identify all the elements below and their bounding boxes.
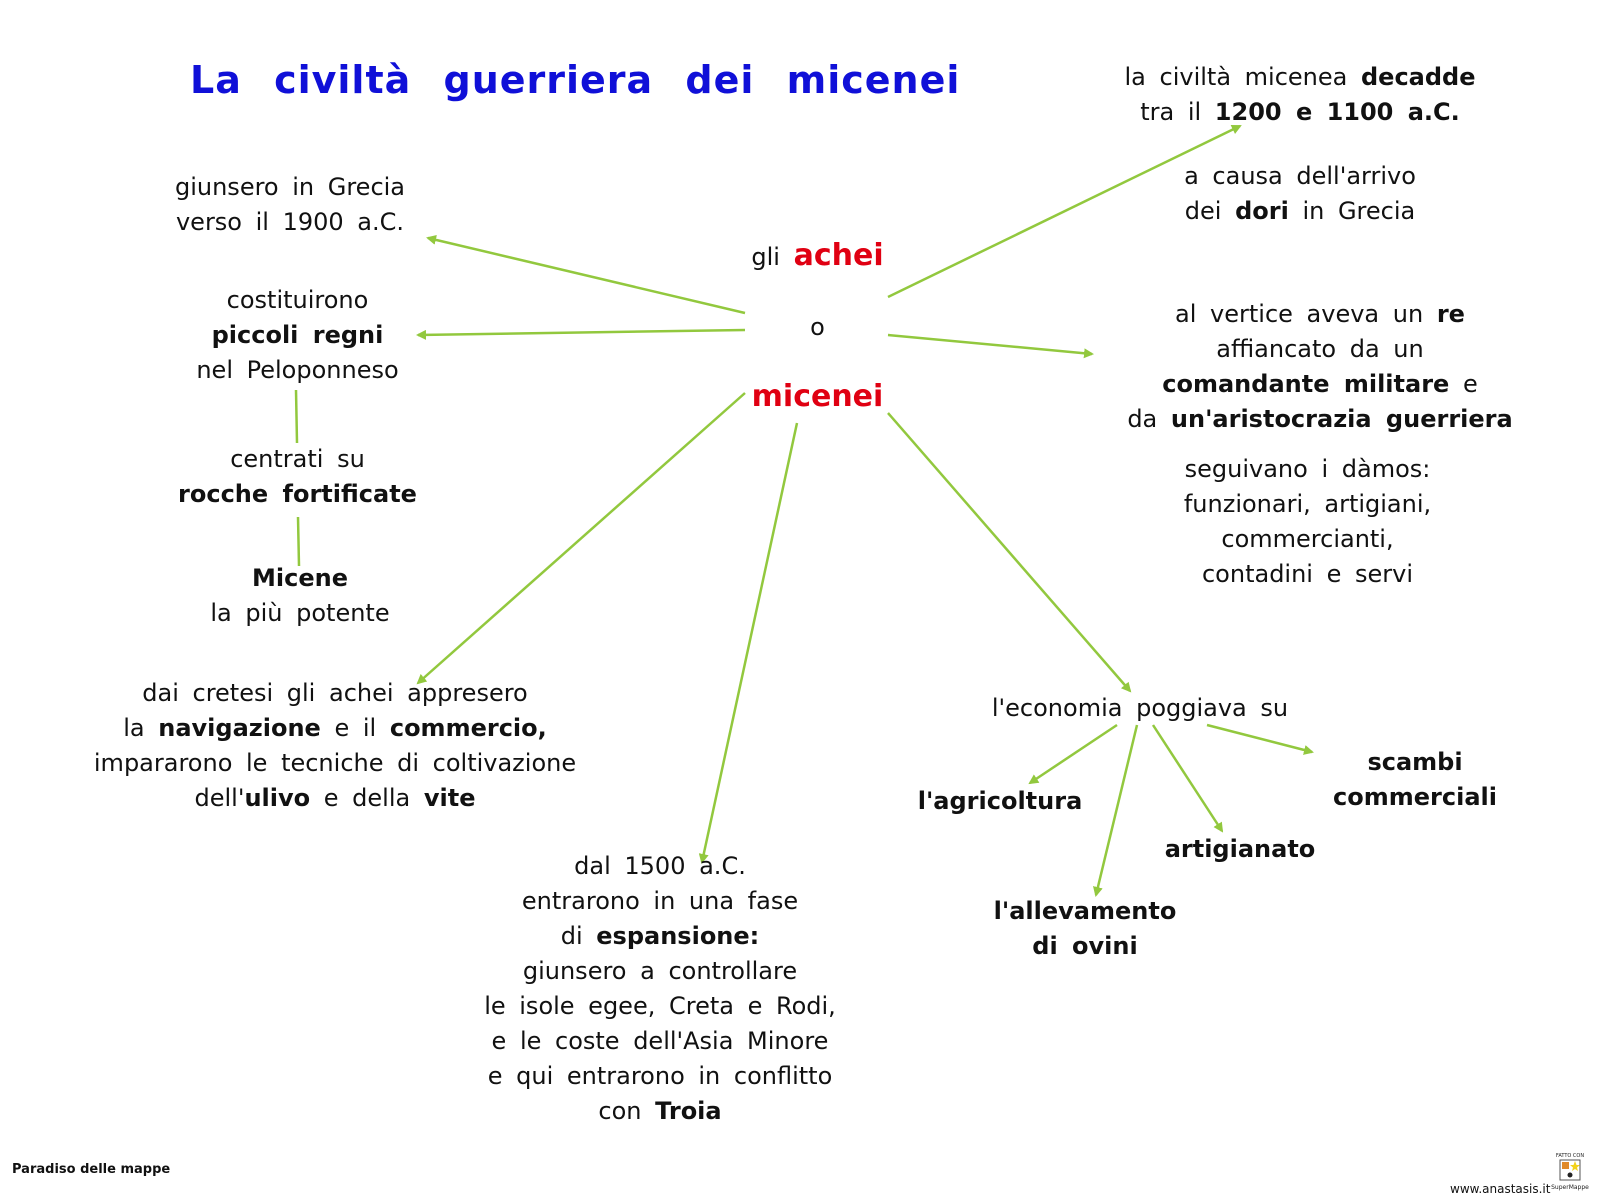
- node-crafts: artigianato: [1145, 832, 1335, 867]
- damos-line-1: seguivano i dàmos:: [1184, 455, 1431, 483]
- economy-label: l'economia poggiava su: [991, 694, 1289, 722]
- node-micene: Micene la più potente: [170, 561, 430, 631]
- arrow-to-sheep: [1093, 724, 1139, 897]
- center-conj: o: [810, 313, 825, 341]
- arrow-to-kingdoms: [416, 328, 746, 340]
- node-society: al vertice aveva un re affiancato da un …: [1085, 297, 1555, 437]
- node-fortresses: centrati su rocche fortificate: [150, 442, 445, 512]
- node-kingdoms: costituirono piccoli regni nel Peloponne…: [160, 283, 435, 388]
- agriculture-label: l'agricoltura: [917, 787, 1083, 815]
- node-damos: seguivano i dàmos: funzionari, artigiani…: [1150, 452, 1465, 592]
- node-sheep: l'allevamento di ovini: [993, 897, 1177, 960]
- damos-line-2: funzionari, artigiani,: [1183, 490, 1432, 518]
- node-decline: la civiltà micenea decadde tra il 1200 e…: [1124, 63, 1476, 126]
- node-trade: scambi commerciali: [1333, 748, 1497, 811]
- arrow-to-decline: [887, 124, 1242, 299]
- arrival-line-1: giunsero in Grecia: [174, 173, 406, 201]
- expansion-line-7: e qui entrarono in conflitto: [487, 1062, 833, 1090]
- center-node: gli achei o micenei: [745, 237, 890, 417]
- arrow-to-trade: [1206, 723, 1314, 755]
- footer-credit: Paradiso delle mappe: [12, 1162, 171, 1177]
- expansion-line-4: giunsero a controllare: [522, 957, 798, 985]
- expansion-line-1: dal 1500 a.C.: [574, 852, 746, 880]
- fortresses-line-1: centrati su: [230, 445, 365, 473]
- arrow-to-crafts: [1151, 724, 1224, 833]
- arrow-to-agriculture: [1028, 723, 1118, 785]
- svg-text:FATTO CON: FATTO CON: [1556, 1153, 1584, 1159]
- node-arrival: giunsero in Grecia verso il 1900 a.C.: [150, 170, 430, 240]
- center-name-micenei: micenei: [751, 379, 884, 414]
- arrow-to-society: [887, 333, 1094, 359]
- kingdoms-line-3: nel Peloponneso: [196, 356, 399, 384]
- society-line-2: affiancato da un: [1216, 335, 1424, 363]
- supermappe-logo-icon: FATTO CON SuperMappe: [1551, 1153, 1589, 1191]
- node-expansion: dal 1500 a.C. entrarono in una fase di e…: [455, 849, 865, 1129]
- line-kingdoms-fortresses: [294, 389, 299, 444]
- crete-line-3: impararono le tecniche di coltivazione: [93, 749, 577, 777]
- node-crete: dai cretesi gli achei appresero la navig…: [55, 676, 615, 816]
- fortresses-line-2: rocche fortificate: [178, 480, 417, 508]
- crafts-label: artigianato: [1164, 835, 1316, 863]
- micene-line-2: la più potente: [210, 599, 390, 627]
- expansion-line-2: entrarono in una fase: [521, 887, 799, 915]
- footer-website-link[interactable]: www.anastasis.it: [1450, 1182, 1551, 1196]
- arrow-to-economy: [887, 412, 1132, 693]
- center-name-achei: achei: [793, 238, 884, 273]
- svg-text:SuperMappe: SuperMappe: [1551, 1184, 1589, 1191]
- micene-line-1: Micene: [252, 564, 348, 592]
- arrow-to-crete: [416, 392, 746, 685]
- arrival-line-2: verso il 1900 a.C.: [175, 208, 405, 236]
- damos-line-4: contadini e servi: [1201, 560, 1414, 588]
- node-economy: l'economia poggiava su: [970, 691, 1310, 726]
- center-prefix: gli: [751, 243, 780, 271]
- kingdoms-line-1: costituirono: [226, 286, 369, 314]
- node-dorians: a causa dell'arrivo dei dori in Grecia: [1160, 159, 1440, 229]
- crete-line-1: dai cretesi gli achei appresero: [142, 679, 528, 707]
- line-fortresses-micene: [296, 516, 301, 567]
- damos-line-3: commercianti,: [1221, 525, 1394, 553]
- arrow-to-expansion: [698, 422, 799, 864]
- kingdoms-line-2: piccoli regni: [211, 321, 384, 349]
- page-title: La civiltà guerriera dei micenei: [190, 58, 961, 102]
- arrow-to-arrival: [426, 234, 746, 315]
- node-agriculture: l'agricoltura: [905, 784, 1095, 819]
- expansion-line-5: le isole egee, Creta e Rodi,: [484, 992, 836, 1020]
- expansion-line-6: e le coste dell'Asia Minore: [491, 1027, 829, 1055]
- dorians-line-1: a causa dell'arrivo: [1184, 162, 1416, 190]
